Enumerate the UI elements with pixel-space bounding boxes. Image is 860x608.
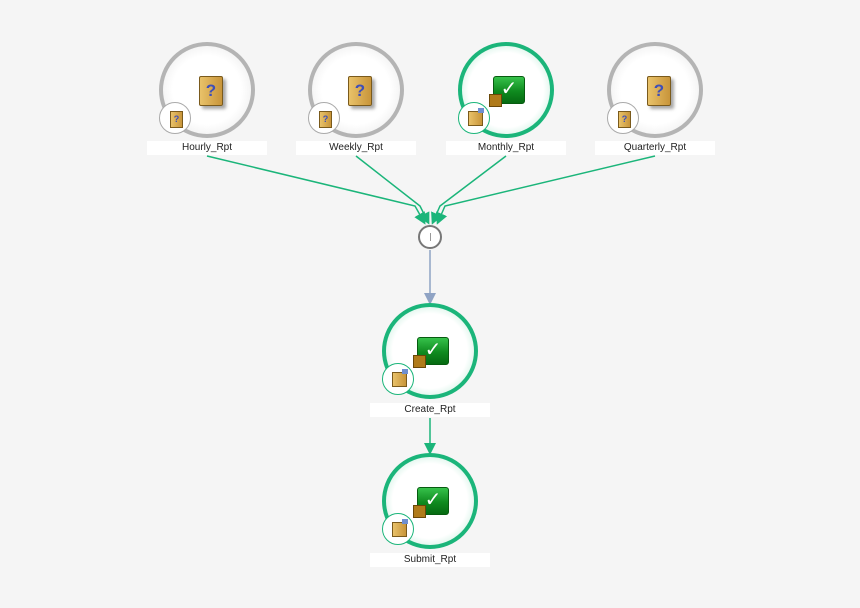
lock-icon <box>413 505 426 518</box>
job-type-badge <box>382 363 414 395</box>
job-icon <box>392 369 408 387</box>
unknown-status-icon: ? <box>647 76 671 106</box>
node-label: Quarterly_Rpt <box>595 141 715 155</box>
unknown-status-icon: ? <box>348 76 372 106</box>
lock-icon <box>413 355 426 368</box>
node-monthly-rpt[interactable]: ✓ <box>458 42 554 138</box>
edge-quarterly-join <box>436 155 656 225</box>
node-quarterly-rpt[interactable]: ? ? <box>607 42 703 138</box>
node-label: Weekly_Rpt <box>296 141 416 155</box>
job-icon: ? <box>170 111 183 128</box>
job-icon: ? <box>319 111 332 128</box>
job-type-badge <box>458 102 490 134</box>
job-type-badge <box>382 513 414 545</box>
job-type-badge: ? <box>308 102 340 134</box>
node-label: Monthly_Rpt <box>446 141 566 155</box>
job-icon <box>392 519 408 537</box>
job-icon <box>468 108 484 126</box>
job-type-badge: ? <box>607 102 639 134</box>
edge-weekly-join <box>355 155 430 225</box>
job-type-badge: ? <box>159 102 191 134</box>
edge-hourly-join <box>206 155 426 225</box>
node-hourly-rpt[interactable]: ? ? <box>159 42 255 138</box>
node-weekly-rpt[interactable]: ? ? <box>308 42 404 138</box>
job-icon: ? <box>618 111 631 128</box>
and-join-icon[interactable] <box>418 225 442 249</box>
edge-monthly-join <box>431 155 507 225</box>
lock-icon <box>489 94 502 107</box>
unknown-status-icon: ? <box>199 76 223 106</box>
check-icon: ✓ <box>493 76 525 104</box>
node-label: Create_Rpt <box>370 403 490 417</box>
node-submit-rpt[interactable]: ✓ <box>382 453 478 549</box>
node-create-rpt[interactable]: ✓ <box>382 303 478 399</box>
node-label: Submit_Rpt <box>370 553 490 567</box>
node-label: Hourly_Rpt <box>147 141 267 155</box>
